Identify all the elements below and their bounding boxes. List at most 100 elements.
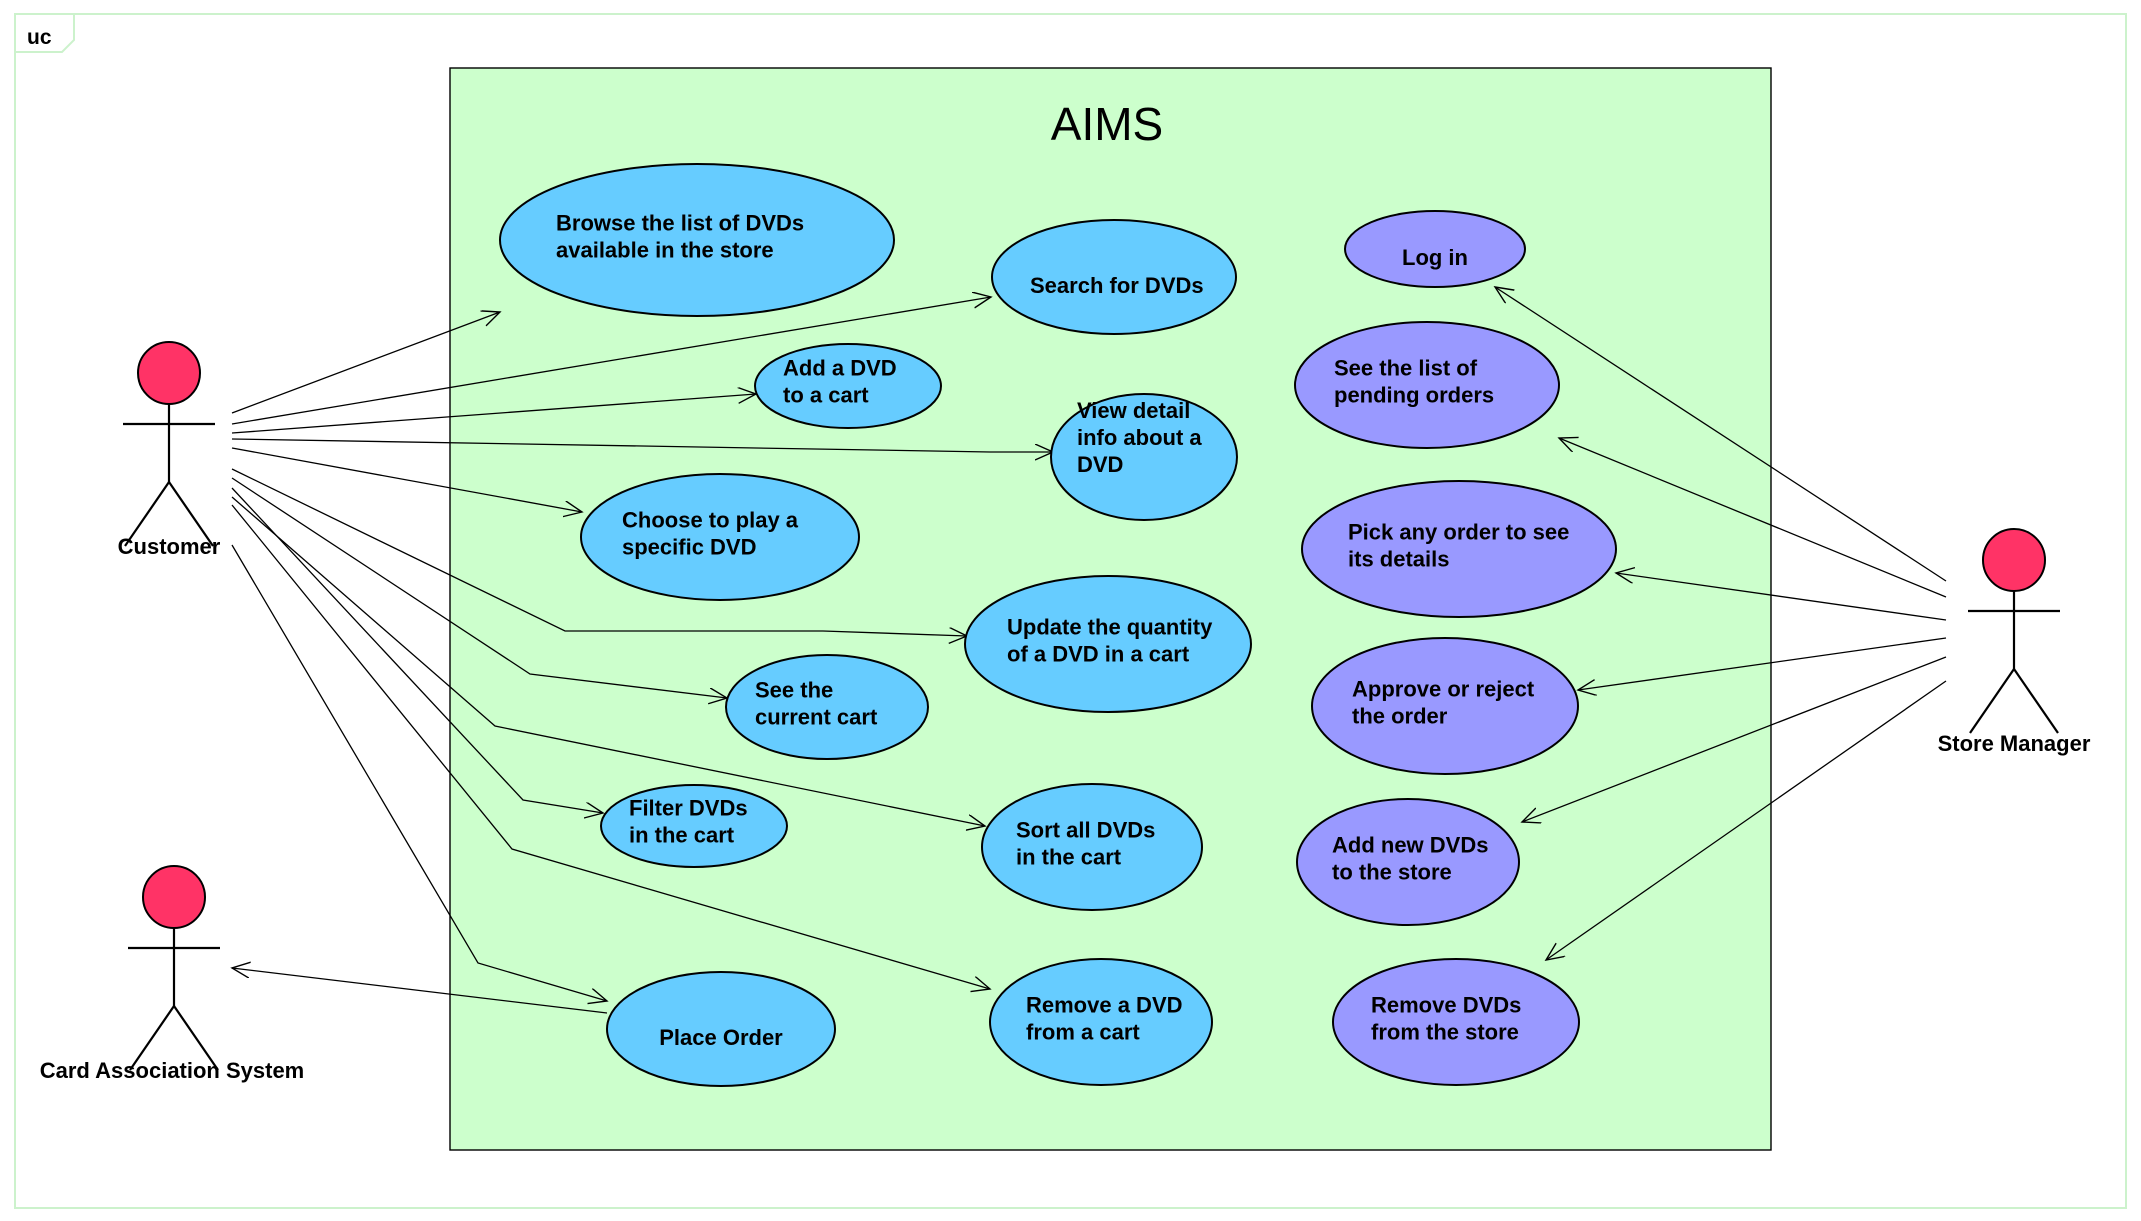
- use-case-label: specific DVD: [622, 535, 757, 560]
- actor-left-leg: [1969, 668, 2015, 734]
- association-customer-to-view_detail: [231, 438, 1053, 452]
- use-case-label: Approve or reject: [1352, 677, 1535, 702]
- use-case-label: in the cart: [629, 823, 735, 848]
- actor-customer[interactable]: Customer: [118, 341, 221, 559]
- use-case-label: Add a DVD: [783, 356, 897, 381]
- actor-left-leg: [124, 481, 170, 547]
- actor-right-leg: [168, 481, 214, 547]
- use-case-label: Remove DVDs: [1371, 993, 1521, 1018]
- use-case-place-order[interactable]: Place Order: [606, 971, 836, 1087]
- use-case-label: its details: [1348, 547, 1449, 572]
- use-case-ellipse: [1332, 958, 1580, 1086]
- association-customer-to-play: [231, 447, 582, 512]
- use-case-label: to a cart: [783, 383, 869, 408]
- uc-frame: [14, 13, 2127, 1209]
- use-case-ellipse: [1296, 798, 1520, 926]
- actor-label: Store Manager: [1938, 731, 2091, 756]
- uc-frame-label: uc: [27, 26, 52, 49]
- use-case-label: Sort all DVDs: [1016, 818, 1155, 843]
- association-manager-to-login: [1495, 287, 1947, 582]
- use-case-label: available in the store: [556, 238, 774, 263]
- use-case-label: Filter DVDs: [629, 796, 748, 821]
- use-case-ellipse: [1311, 637, 1579, 775]
- use-case-ellipse: [1301, 480, 1617, 618]
- use-case-label: Browse the list of DVDs: [556, 211, 804, 236]
- use-case-label: the order: [1352, 704, 1448, 729]
- use-case-label: Choose to play a: [622, 508, 799, 533]
- association-manager-to-pending: [1559, 438, 1947, 598]
- use-case-label: Search for DVDs: [1030, 273, 1204, 298]
- association-customer-to-add_cart: [231, 394, 756, 434]
- use-case-label: Pick any order to see: [1348, 520, 1569, 545]
- association-customer-to-see_cart: [231, 477, 727, 698]
- actor-card[interactable]: Card Association System: [40, 865, 305, 1083]
- association-customer-to-sort: [231, 496, 985, 826]
- use-case-label: See the list of: [1334, 356, 1478, 381]
- use-case-search[interactable]: Search for DVDs: [991, 219, 1237, 335]
- use-case-label: from a cart: [1026, 1020, 1140, 1045]
- association-manager-to-approve: [1578, 637, 1947, 690]
- use-case-label: See the: [755, 678, 833, 703]
- use-case-ellipse: [754, 343, 942, 429]
- actor-right-leg: [173, 1005, 219, 1071]
- actor-right-leg: [2013, 668, 2059, 734]
- use-case-ellipse: [964, 575, 1252, 713]
- association-manager-to-pick_order: [1616, 573, 1947, 621]
- association-layer: [231, 287, 1947, 1014]
- use-case-label: in the cart: [1016, 845, 1122, 870]
- association-customer-to-update_qty: [231, 468, 967, 636]
- use-case-label: Update the quantity: [1007, 615, 1213, 640]
- use-case-label: from the store: [1371, 1020, 1519, 1045]
- use-case-ellipse: [600, 784, 788, 868]
- use-case-label: current cart: [755, 705, 878, 730]
- association-manager-to-remove_store: [1546, 680, 1947, 960]
- use-case-label: Add new DVDs: [1332, 833, 1488, 858]
- system-title: AIMS: [1051, 98, 1163, 150]
- association-place_order-to-card: [232, 968, 608, 1014]
- use-case-login[interactable]: Log in: [1344, 210, 1526, 288]
- use-case-ellipse: [725, 654, 929, 760]
- association-customer-to-filter: [231, 487, 603, 813]
- association-manager-to-add_new: [1522, 656, 1947, 822]
- actor-label: Customer: [118, 534, 221, 559]
- use-case-ellipse: [1344, 210, 1526, 288]
- use-case-label: Remove a DVD: [1026, 993, 1183, 1018]
- association-customer-to-browse: [231, 312, 500, 414]
- use-case-label: pending orders: [1334, 383, 1494, 408]
- association-customer-to-place_order: [231, 544, 607, 1001]
- use-case-ellipse: [989, 958, 1213, 1086]
- actor-head: [137, 341, 201, 405]
- actor-head: [1982, 528, 2046, 592]
- use-case-label: Log in: [1402, 245, 1468, 270]
- use-case-label: View detail: [1077, 398, 1190, 423]
- use-case-ellipse: [991, 219, 1237, 335]
- actor-head: [142, 865, 206, 929]
- use-case-ellipse: [981, 783, 1203, 911]
- use-case-label: of a DVD in a cart: [1007, 642, 1190, 667]
- use-case-ellipse: [1294, 321, 1560, 449]
- actor-label: Card Association System: [40, 1058, 305, 1083]
- use-case-label: DVD: [1077, 452, 1123, 477]
- actor-manager[interactable]: Store Manager: [1938, 528, 2091, 756]
- uc-frame-tab: [15, 13, 75, 53]
- use-case-ellipse: [1050, 393, 1238, 521]
- association-customer-to-search: [231, 297, 991, 425]
- use-case-label: Place Order: [659, 1025, 783, 1050]
- use-case-ellipse: [499, 163, 895, 317]
